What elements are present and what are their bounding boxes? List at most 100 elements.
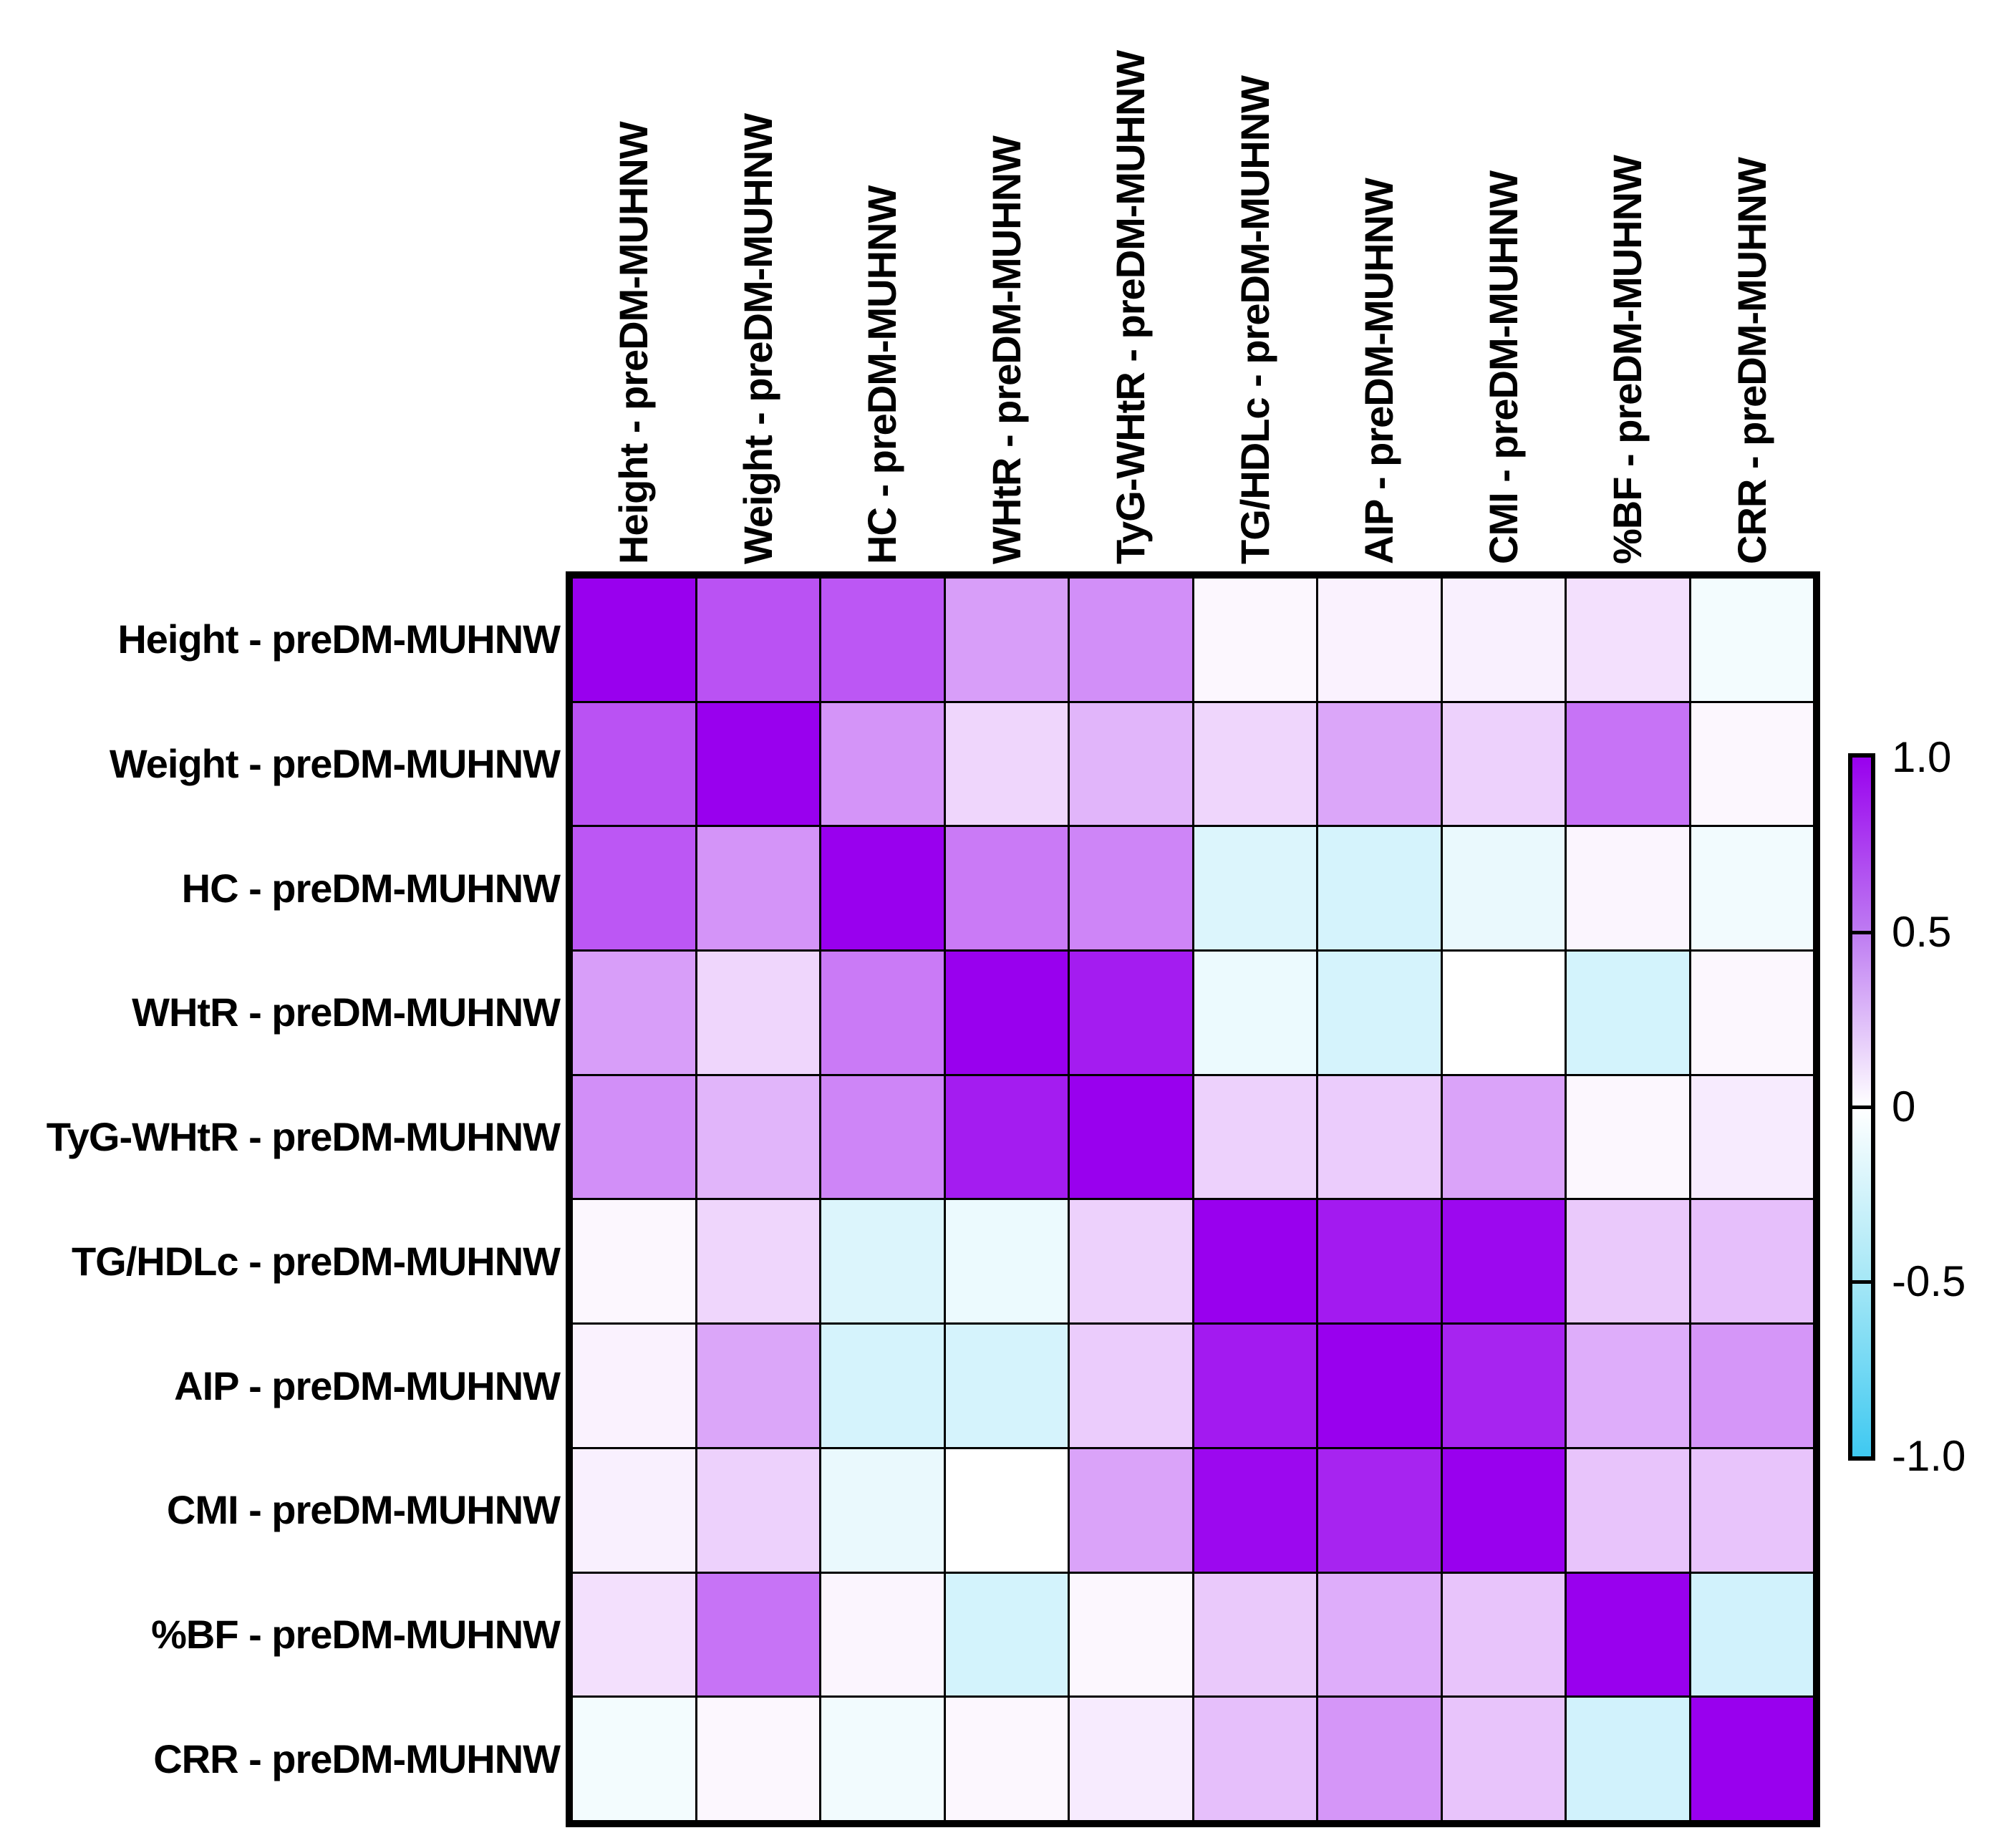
col-label-0: Height - preDM-MUHNW xyxy=(611,122,657,564)
heatmap-cell-r2c7 xyxy=(1442,827,1565,950)
col-label-6: AIP - preDM-MUHNW xyxy=(1356,178,1402,564)
heatmap-cell-r6c5 xyxy=(1194,1325,1316,1447)
heatmap-cell-r8c3 xyxy=(945,1573,1068,1696)
colorbar-label-0: 0 xyxy=(1892,1083,1916,1131)
heatmap-cell-r2c0 xyxy=(573,827,695,950)
heatmap-cell-r5c9 xyxy=(1691,1200,1813,1323)
heatmap-cell-r1c6 xyxy=(1318,702,1441,826)
heatmap-cell-r0c7 xyxy=(1442,579,1565,701)
col-label-1: Weight - preDM-MUHNW xyxy=(735,113,780,564)
heatmap-cell-r8c8 xyxy=(1567,1573,1689,1696)
heatmap-cell-r3c6 xyxy=(1318,952,1441,1074)
heatmap-cell-r1c8 xyxy=(1567,702,1689,826)
heatmap-cell-r7c9 xyxy=(1691,1448,1813,1572)
heatmap-cell-r6c2 xyxy=(821,1325,944,1447)
colorbar-tickline-0 xyxy=(1852,1105,1871,1109)
heatmap-cell-r4c8 xyxy=(1567,1075,1689,1199)
heatmap-cell-r1c3 xyxy=(945,702,1068,826)
heatmap-cell-r9c8 xyxy=(1567,1698,1689,1820)
heatmap-cell-r5c2 xyxy=(821,1200,944,1323)
heatmap-cell-r7c3 xyxy=(945,1448,1068,1572)
heatmap-cell-r2c3 xyxy=(945,827,1068,950)
heatmap-cell-r1c9 xyxy=(1691,702,1813,826)
heatmap-cell-r8c7 xyxy=(1442,1573,1565,1696)
heatmap-cell-r1c7 xyxy=(1442,702,1565,826)
heatmap-cell-r7c2 xyxy=(821,1448,944,1572)
heatmap-cell-r5c5 xyxy=(1194,1200,1316,1323)
heatmap-cell-r4c6 xyxy=(1318,1075,1441,1199)
heatmap-cell-r5c8 xyxy=(1567,1200,1689,1323)
colorbar-label--0.5: -0.5 xyxy=(1892,1257,1966,1305)
heatmap-cell-r8c6 xyxy=(1318,1573,1441,1696)
heatmap-cell-r8c4 xyxy=(1070,1573,1192,1696)
heatmap-cell-r6c1 xyxy=(697,1325,819,1447)
heatmap-cell-r5c1 xyxy=(697,1200,819,1323)
colorbar-tickline--0.5 xyxy=(1852,1279,1871,1284)
heatmap-cell-r1c5 xyxy=(1194,702,1316,826)
row-label-4: TyG-WHtR - preDM-MUHNW xyxy=(46,1114,561,1160)
heatmap-cell-r4c2 xyxy=(821,1075,944,1199)
heatmap-cell-r9c0 xyxy=(573,1698,695,1820)
heatmap-cell-r7c6 xyxy=(1318,1448,1441,1572)
heatmap-matrix xyxy=(566,571,1820,1827)
heatmap-cell-r1c2 xyxy=(821,702,944,826)
col-label-4: TyG-WHtR - preDM-MUHNW xyxy=(1108,50,1154,564)
heatmap-cell-r0c4 xyxy=(1070,579,1192,701)
heatmap-cell-r0c2 xyxy=(821,579,944,701)
heatmap-cell-r0c6 xyxy=(1318,579,1441,701)
heatmap-cell-r7c0 xyxy=(573,1448,695,1572)
heatmap-cell-r6c7 xyxy=(1442,1325,1565,1447)
row-label-7: CMI - preDM-MUHNW xyxy=(166,1487,561,1533)
row-label-8: %BF - preDM-MUHNW xyxy=(151,1611,561,1657)
heatmap-cell-r3c3 xyxy=(945,952,1068,1074)
heatmap-cell-r8c0 xyxy=(573,1573,695,1696)
col-label-5: TG/HDLc - preDM-MUHNW xyxy=(1232,75,1277,564)
heatmap-cell-r5c7 xyxy=(1442,1200,1565,1323)
heatmap-cell-r5c3 xyxy=(945,1200,1068,1323)
heatmap-cell-r9c3 xyxy=(945,1698,1068,1820)
heatmap-cell-r8c5 xyxy=(1194,1573,1316,1696)
heatmap-cell-r9c7 xyxy=(1442,1698,1565,1820)
colorbar xyxy=(1848,753,1875,1461)
row-label-6: AIP - preDM-MUHNW xyxy=(174,1363,561,1408)
heatmap-cell-r4c7 xyxy=(1442,1075,1565,1199)
row-label-0: Height - preDM-MUHNW xyxy=(117,616,561,662)
heatmap-cell-r1c4 xyxy=(1070,702,1192,826)
heatmap-cell-r5c6 xyxy=(1318,1200,1441,1323)
heatmap-cell-r4c5 xyxy=(1194,1075,1316,1199)
heatmap-cell-r3c0 xyxy=(573,952,695,1074)
heatmap-cell-r2c9 xyxy=(1691,827,1813,950)
heatmap-cell-r6c8 xyxy=(1567,1325,1689,1447)
heatmap-cell-r2c5 xyxy=(1194,827,1316,950)
heatmap-cell-r4c9 xyxy=(1691,1075,1813,1199)
heatmap-cell-r6c4 xyxy=(1070,1325,1192,1447)
heatmap-cell-r6c6 xyxy=(1318,1325,1441,1447)
col-label-8: %BF - preDM-MUHNW xyxy=(1605,155,1650,564)
heatmap-cell-r3c2 xyxy=(821,952,944,1074)
colorbar-gradient xyxy=(1852,758,1871,1456)
colorbar-label--1.0: -1.0 xyxy=(1892,1432,1966,1480)
heatmap-cell-r4c0 xyxy=(573,1075,695,1199)
col-label-2: HC - preDM-MUHNW xyxy=(859,185,905,564)
heatmap-cell-r2c1 xyxy=(697,827,819,950)
heatmap-cell-r8c9 xyxy=(1691,1573,1813,1696)
heatmap-cell-r7c4 xyxy=(1070,1448,1192,1572)
colorbar-label-0.5: 0.5 xyxy=(1892,908,1952,956)
row-label-5: TG/HDLc - preDM-MUHNW xyxy=(71,1238,561,1284)
col-label-7: CMI - preDM-MUHNW xyxy=(1480,170,1526,564)
heatmap-cell-r9c5 xyxy=(1194,1698,1316,1820)
heatmap-cell-r3c8 xyxy=(1567,952,1689,1074)
heatmap-cell-r1c1 xyxy=(697,702,819,826)
heatmap-cell-r3c9 xyxy=(1691,952,1813,1074)
row-label-2: HC - preDM-MUHNW xyxy=(181,865,561,911)
heatmap-cell-r6c0 xyxy=(573,1325,695,1447)
heatmap-cell-r3c1 xyxy=(697,952,819,1074)
heatmap-cell-r0c9 xyxy=(1691,579,1813,701)
heatmap-cell-r3c5 xyxy=(1194,952,1316,1074)
heatmap-cell-r9c4 xyxy=(1070,1698,1192,1820)
heatmap-cell-r5c4 xyxy=(1070,1200,1192,1323)
heatmap-cell-r2c8 xyxy=(1567,827,1689,950)
heatmap-cell-r4c3 xyxy=(945,1075,1068,1199)
row-label-1: Weight - preDM-MUHNW xyxy=(109,741,561,787)
row-label-3: WHtR - preDM-MUHNW xyxy=(132,990,561,1035)
